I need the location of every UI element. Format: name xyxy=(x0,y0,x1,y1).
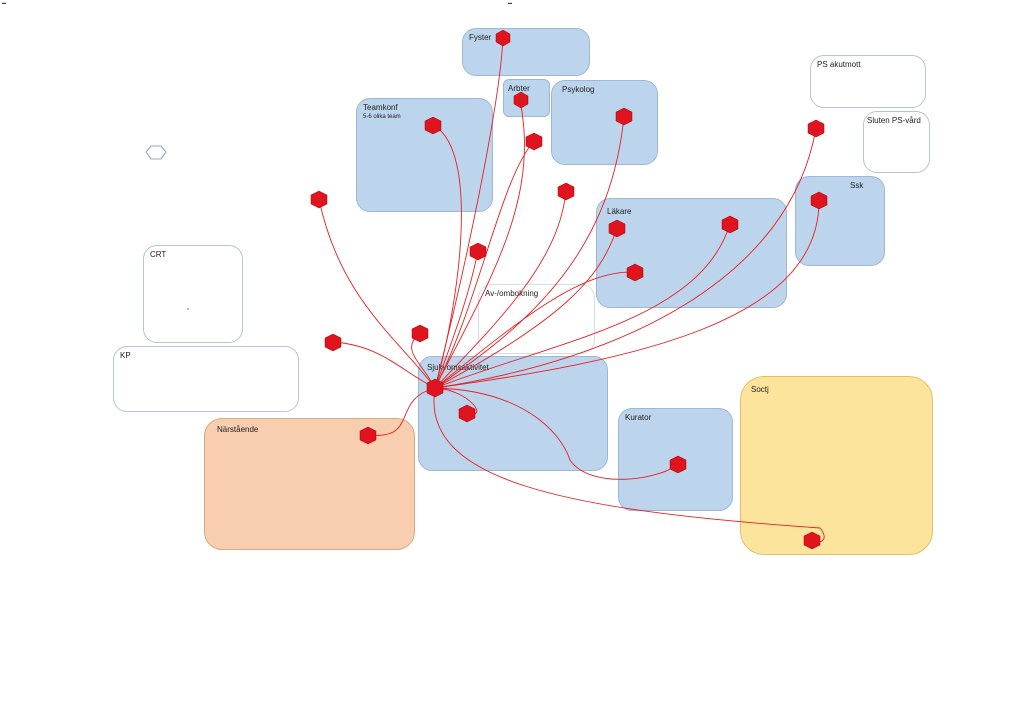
marker-crt[interactable] xyxy=(310,190,328,209)
label-teamkonf-sub: 5-6 olika team xyxy=(363,114,401,120)
marker-sjukvardsaktivitet[interactable] xyxy=(426,378,444,398)
label-ssk: Ssk xyxy=(850,181,864,190)
link-fyster xyxy=(434,37,504,389)
marker-fyster[interactable] xyxy=(495,29,511,47)
box-lakare[interactable]: Läkare xyxy=(596,198,787,308)
marker-narstaende[interactable] xyxy=(359,426,377,445)
marker-ps-akutmott[interactable] xyxy=(807,119,825,138)
link-teamkonf xyxy=(432,124,462,389)
link-kp xyxy=(332,341,436,389)
label-teamkonf: Teamkonf xyxy=(363,103,398,112)
label-kp: KP xyxy=(120,351,131,360)
connections xyxy=(318,37,825,543)
box-sluten-ps-vard[interactable]: Sluten PS-vård xyxy=(863,111,930,173)
label-ps-akutmott: PS akutmott xyxy=(817,60,861,69)
link-crt xyxy=(318,198,436,389)
marker-lakare-3[interactable] xyxy=(626,263,644,282)
link-soctj xyxy=(433,387,825,543)
box-ps-akutmott[interactable]: PS akutmott xyxy=(810,55,926,108)
label-kurator: Kurator xyxy=(625,413,652,422)
box-narstaende[interactable]: Närstående xyxy=(204,418,415,550)
link-arbter-2 xyxy=(434,140,535,389)
marker-psykolog[interactable] xyxy=(615,107,633,126)
marker-soctj[interactable] xyxy=(803,531,821,550)
link-lakare xyxy=(434,227,618,389)
marker-arbter-2[interactable] xyxy=(525,132,543,151)
label-arbter: Arbter xyxy=(508,84,530,93)
link-av-ombokning xyxy=(411,332,436,389)
box-soctj[interactable]: Soctj xyxy=(740,376,933,555)
label-psykolog: Psykolog xyxy=(562,85,595,94)
link-psykolog-2 xyxy=(434,189,567,389)
link-lakare-2 xyxy=(434,223,731,389)
box-crt[interactable]: CRT xyxy=(143,245,243,343)
box-sjukvardsaktivitet[interactable]: Sjukvomsaktivitet xyxy=(418,356,608,471)
marker-sjukvard-self[interactable] xyxy=(458,404,476,423)
link-ps-akutmott xyxy=(434,127,817,389)
link-arbter xyxy=(434,99,525,389)
box-fyster[interactable]: Fyster xyxy=(462,28,590,76)
crt-dot xyxy=(187,308,189,310)
label-av-ombokning: Av-/ombokning xyxy=(485,289,539,298)
link-lakare-3 xyxy=(434,271,636,389)
link-ssk xyxy=(434,199,820,389)
label-lakare: Läkare xyxy=(607,207,632,216)
marker-kp[interactable] xyxy=(324,333,342,352)
box-teamkonf[interactable]: Teamkonf 5-6 olika team xyxy=(356,98,493,212)
marker-arbter[interactable] xyxy=(513,91,529,109)
label-fyster: Fyster xyxy=(469,33,492,42)
top-left-mark: ▬ xyxy=(2,0,6,5)
label-sjukvardsaktivitet: Sjukvomsaktivitet xyxy=(427,363,489,372)
box-kp[interactable]: KP xyxy=(113,346,299,412)
label-crt: CRT xyxy=(150,250,167,259)
hexagon-shape xyxy=(145,145,167,160)
label-narstaende: Närstående xyxy=(217,425,259,434)
marker-lakare-2[interactable] xyxy=(721,215,739,234)
marker-kurator[interactable] xyxy=(669,455,687,474)
marker-lakare[interactable] xyxy=(608,219,626,238)
box-ssk[interactable]: Ssk xyxy=(795,176,885,266)
marker-av-ombokning[interactable] xyxy=(411,324,429,343)
link-teamkonf-2 xyxy=(434,250,479,389)
label-soctj: Soctj xyxy=(751,385,769,394)
marker-ssk[interactable] xyxy=(810,191,828,210)
label-sluten-ps-vard: Sluten PS-vård xyxy=(867,116,921,125)
top-center-mark: ▬ xyxy=(508,0,512,5)
marker-teamkonf[interactable] xyxy=(424,116,442,135)
markers xyxy=(310,29,828,550)
marker-teamkonf-2[interactable] xyxy=(469,242,487,261)
link-narstaende xyxy=(367,387,436,436)
link-psykolog xyxy=(434,115,625,389)
link-kurator xyxy=(434,387,679,480)
marker-psykolog-2[interactable] xyxy=(557,182,575,201)
box-psykolog[interactable]: Psykolog xyxy=(551,80,658,165)
